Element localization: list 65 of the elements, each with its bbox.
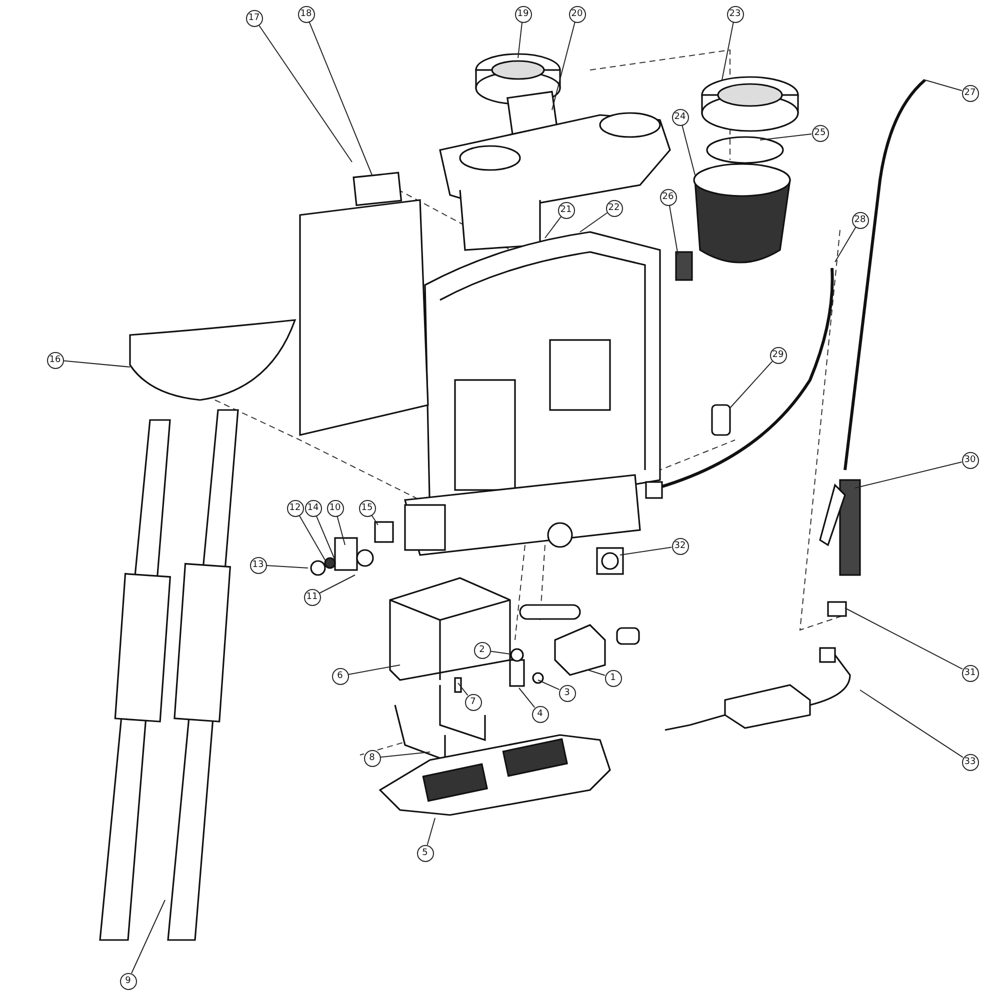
leader-line (336, 516, 346, 546)
callout-number: 3 (558, 684, 576, 702)
leader-line (730, 360, 773, 408)
callout-number: 19 (514, 6, 532, 22)
leader-line (544, 216, 562, 238)
leader-line (834, 226, 856, 262)
callout-number: 9 (120, 972, 136, 990)
callout-number: 32 (672, 538, 688, 554)
leader-line (266, 565, 308, 568)
leader-line (298, 514, 326, 560)
leader-line (308, 21, 372, 176)
callout-number: 10 (326, 500, 344, 516)
leader-line (316, 515, 336, 560)
callout-number: 11 (304, 588, 320, 606)
callout-number: 12 (286, 500, 304, 516)
callout-number: 29 (770, 346, 786, 364)
callout-number: 8 (364, 750, 380, 766)
leader-line (258, 24, 352, 162)
leader-line (348, 664, 400, 675)
callout-number: 15 (358, 500, 376, 516)
callout-number: 13 (250, 556, 266, 574)
leader-line (722, 22, 734, 80)
leader-line (552, 22, 576, 110)
leader-line (518, 22, 523, 58)
callout-number: 26 (660, 188, 676, 206)
callout-number: 4 (532, 706, 548, 722)
callout-number: 31 (962, 664, 978, 682)
callout-number: 33 (962, 754, 978, 770)
leader-line (620, 546, 672, 556)
callout-number: 7 (464, 694, 482, 710)
leader-line (682, 124, 696, 176)
leader-line (854, 462, 962, 488)
leader-line (538, 680, 560, 690)
leader-line (62, 360, 130, 368)
leader-line (844, 608, 963, 670)
callout-number: 24 (672, 108, 688, 126)
leader-line (131, 900, 166, 974)
leader-line (518, 688, 536, 708)
leader-line (319, 574, 356, 594)
callout-number: 30 (962, 452, 978, 468)
callout-number: 28 (852, 212, 868, 228)
leader-line (371, 514, 378, 526)
leader-line (760, 133, 812, 140)
callout-number: 1 (604, 670, 622, 686)
callout-number: 16 (46, 352, 64, 368)
leader-line (490, 650, 510, 654)
leader-line (380, 752, 430, 758)
callout-number: 23 (726, 6, 744, 22)
callout-number: 17 (246, 10, 262, 26)
leader-line (860, 690, 964, 758)
leader-line (580, 212, 608, 232)
callout-number: 6 (332, 668, 348, 684)
callout-number: 20 (568, 6, 586, 22)
leader-line (668, 204, 678, 256)
leader-line (924, 80, 962, 92)
callout-number: 27 (962, 84, 978, 102)
leader-line (426, 818, 436, 846)
callout-number: 21 (558, 202, 574, 218)
callout-number: 22 (606, 200, 622, 216)
callout-number: 5 (416, 844, 434, 862)
callout-number: 25 (812, 124, 828, 142)
callout-number: 14 (304, 500, 322, 516)
leader-line (588, 670, 606, 676)
callout-number: 18 (298, 6, 314, 22)
leader-line (458, 682, 468, 696)
